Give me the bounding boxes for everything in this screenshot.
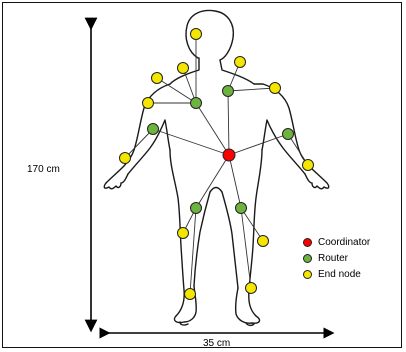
end-node: [178, 63, 189, 74]
router-legend-dot: [303, 254, 312, 263]
width-label: 35 cm: [203, 338, 230, 349]
coordinator-node: [223, 149, 235, 161]
link-router-end-hand-left: [125, 129, 153, 158]
end-node: [120, 153, 131, 164]
end-node: [303, 160, 314, 171]
height-label: 170 cm: [27, 164, 60, 175]
end-node: [258, 236, 269, 247]
link-coordinator-router-right-leg: [229, 155, 241, 208]
link-coordinator-router-left-arm: [153, 129, 229, 155]
end-node: [152, 73, 163, 84]
link-router-end-upperarm-right: [228, 88, 275, 91]
end-node: [185, 289, 196, 300]
router-node: [191, 203, 202, 214]
coordinator-legend-dot: [303, 238, 312, 247]
link-coordinator-router-neck-right: [228, 91, 229, 155]
human-body-outline: [104, 11, 328, 326]
end-node-legend-dot: [303, 270, 312, 279]
router-node: [148, 124, 159, 135]
network-nodes: [120, 29, 314, 300]
end-node: [143, 98, 154, 109]
end-node: [270, 83, 281, 94]
router-node: [191, 98, 202, 109]
end-node: [246, 283, 257, 294]
legend-item-coordinator: Coordinator: [303, 237, 370, 248]
router-node: [283, 129, 294, 140]
router-node: [223, 86, 234, 97]
end-node: [191, 29, 202, 40]
end-node: [235, 57, 246, 68]
link-router-end-upperarm-left: [157, 78, 196, 103]
legend-item-end-node: End node: [303, 269, 361, 280]
link-coordinator-router-neck-left: [196, 103, 229, 155]
legend-label-router: Router: [318, 253, 348, 264]
legend-label-end-node: End node: [318, 269, 361, 280]
link-router-end-ankle-left: [190, 208, 196, 294]
legend-item-router: Router: [303, 253, 348, 264]
end-node: [178, 228, 189, 239]
legend-label-coordinator: Coordinator: [318, 237, 370, 248]
network-links: [125, 34, 308, 294]
link-coordinator-router-right-arm: [229, 134, 288, 155]
router-node: [236, 203, 247, 214]
